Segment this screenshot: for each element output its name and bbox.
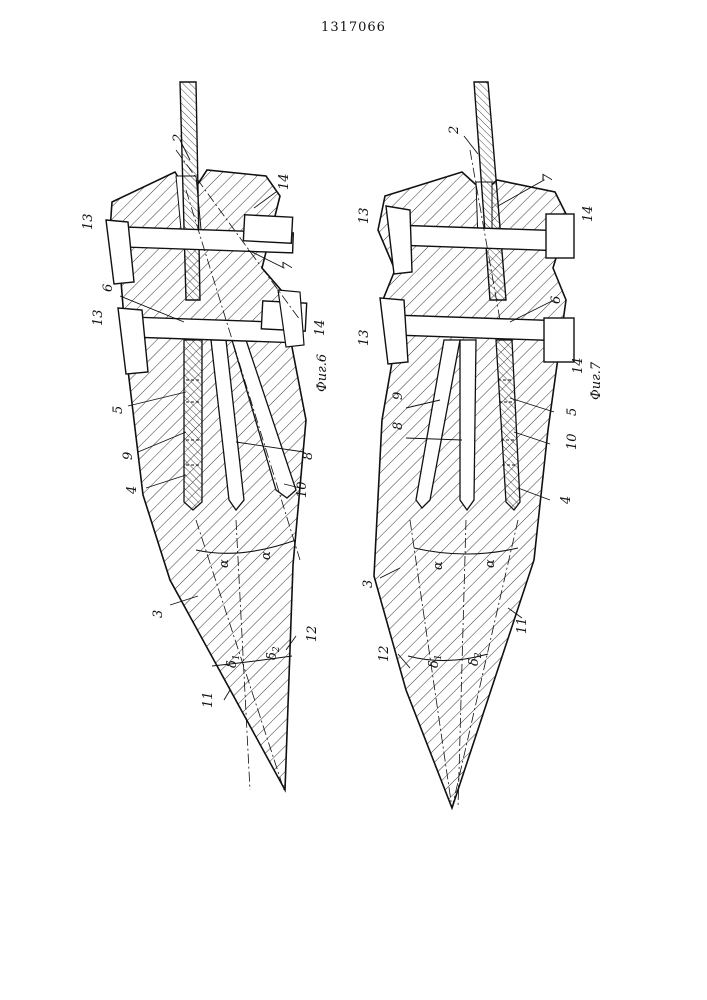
fig6-label-3: 3 [151,610,166,618]
fig7-label-9: 9 [391,392,406,400]
figure-6: 2 14 13 7 6 13 14 Фиг.6 5 9 8 4 10 α α 3… [81,82,330,790]
fig7-label-3: 3 [361,580,376,588]
fig6-label-11: 11 [201,691,216,708]
fig7-label-13-bottom: 13 [357,329,372,346]
figure-7: 2 7 13 14 6 13 14 Фиг.7 9 5 8 10 4 α α 3… [357,82,604,808]
fig6-label-9: 9 [121,452,136,460]
fig7-caption: Фиг.7 [589,361,604,400]
fig7-label-14-bottom: 14 [571,357,586,374]
fig7-alpha-2: α [483,559,498,568]
fig6-channel-4 [184,340,202,510]
fig7-label-11: 11 [515,617,530,634]
fig6-label-7: 7 [281,261,296,270]
fig7-label-12: 12 [377,645,392,662]
fig7-label-10: 10 [565,433,580,450]
fig6-label-8: 8 [301,452,316,460]
fig6-label-14-bottom: 14 [313,319,328,336]
fig7-label-4: 4 [559,496,574,505]
fig7-label-5: 5 [565,408,580,416]
fig7-nut-14-top [546,214,574,258]
fig6-label-5: 5 [111,406,126,414]
fig6-label-2: 2 [171,134,186,143]
fig7-nut-13-top [386,206,412,274]
fig7-label-8: 8 [391,422,406,430]
fig6-label-10: 10 [295,481,310,498]
fig7-label-2: 2 [447,126,462,135]
fig6-label-14-top: 14 [277,173,292,190]
fig6-alpha-2: α [259,551,274,560]
fig7-alpha-1: α [431,561,446,570]
fig6-alpha-1: α [217,559,232,568]
fig7-label-13-top: 13 [357,207,372,224]
fig6-caption: Фиг.6 [315,354,330,392]
fig7-label-7: 7 [541,173,556,182]
fig7-channel-8 [460,340,476,510]
fig7-label-6: 6 [549,296,564,304]
fig6-label-13-bottom: 13 [91,309,106,326]
fig6-nut-14-top [243,215,292,243]
fig6-label-6: 6 [101,284,116,292]
fig7-nut-14-bottom [544,318,574,362]
fig6-label-4: 4 [125,486,140,495]
fig6-label-12: 12 [305,625,320,642]
fig6-label-13-top: 13 [81,213,96,230]
fig7-label-14-top: 14 [581,205,596,222]
fig7-nut-13-bottom [380,298,408,364]
